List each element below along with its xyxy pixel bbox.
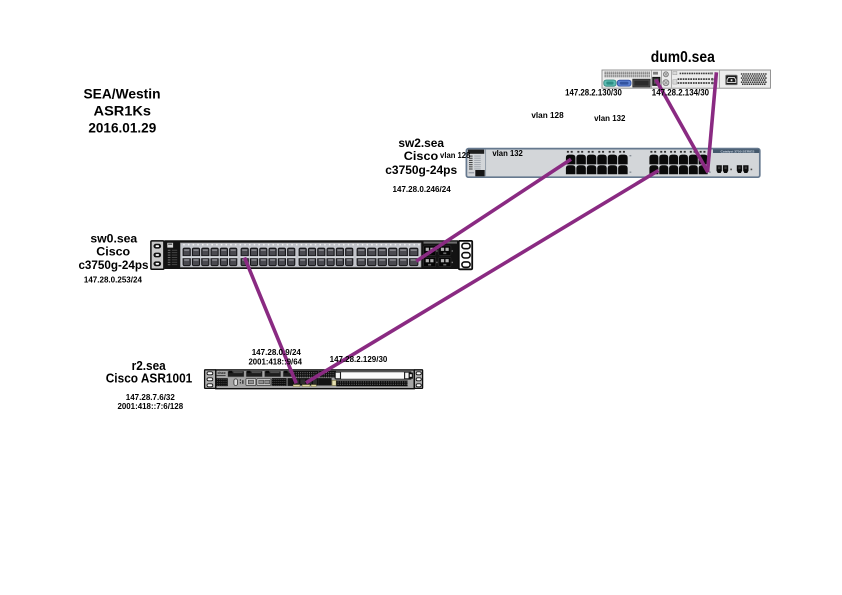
svg-text:147.28.2.134/30: 147.28.2.134/30	[652, 87, 709, 97]
svg-text:sw0.sea: sw0.sea	[90, 232, 137, 246]
svg-text:vlan 128: vlan 128	[531, 110, 564, 120]
svg-text:147.28.0.246/24: 147.28.0.246/24	[393, 184, 452, 194]
svg-text:147.28.0.253/24: 147.28.0.253/24	[84, 275, 142, 285]
svg-text:r2.sea: r2.sea	[132, 359, 167, 373]
svg-text:vlan 128: vlan 128	[440, 150, 471, 160]
svg-text:Cisco: Cisco	[404, 149, 438, 163]
svg-text:c3750g-24ps: c3750g-24ps	[385, 163, 457, 177]
svg-text:147.28.2.130/30: 147.28.2.130/30	[565, 87, 622, 97]
svg-text:147.28.2.129/30: 147.28.2.129/30	[330, 354, 388, 364]
svg-text:vlan 132: vlan 132	[594, 113, 626, 123]
svg-text:Catalyst 3750 SERIES: Catalyst 3750 SERIES	[721, 150, 756, 153]
svg-text:2016.01.29: 2016.01.29	[88, 119, 156, 135]
svg-text:c3750g-24ps: c3750g-24ps	[78, 258, 148, 272]
svg-text:SEA/Westin: SEA/Westin	[84, 85, 161, 101]
svg-text:Cisco: Cisco	[96, 245, 130, 259]
svg-text:147.28.7.6/32: 147.28.7.6/32	[126, 392, 175, 402]
svg-text:ASR1Ks: ASR1Ks	[94, 102, 152, 118]
svg-text:cisco: cisco	[218, 371, 226, 375]
svg-text:147.28.0.9/24: 147.28.0.9/24	[252, 347, 302, 357]
svg-text:vlan 132: vlan 132	[492, 148, 523, 158]
svg-text:sw2.sea: sw2.sea	[398, 136, 444, 150]
svg-text:dum0.sea: dum0.sea	[651, 49, 715, 66]
svg-text:2001:418::7:6/128: 2001:418::7:6/128	[117, 401, 183, 411]
svg-text:Cisco ASR1001: Cisco ASR1001	[106, 372, 193, 386]
svg-text:2001:418::9/64: 2001:418::9/64	[248, 357, 302, 367]
